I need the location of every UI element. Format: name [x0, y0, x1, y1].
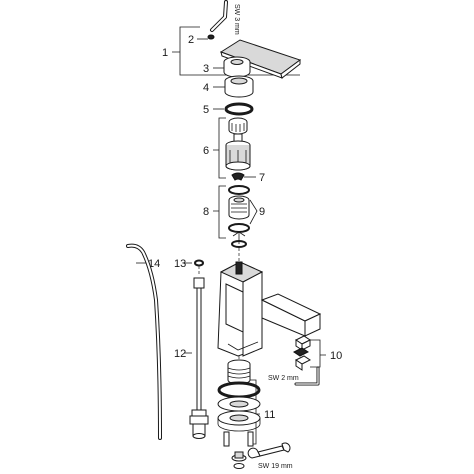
callout-7: 7 [259, 172, 265, 184]
callout-8: 8 [203, 206, 209, 218]
part-8-insert [228, 185, 250, 248]
part-6-cartridge [225, 117, 251, 171]
callout-10: 10 [330, 350, 342, 362]
faucet-body [217, 248, 322, 357]
callout-2: 2 [188, 34, 194, 46]
part-5-o-ring [224, 102, 254, 116]
callout-9: 9 [259, 206, 265, 218]
callout-6: 6 [203, 145, 209, 157]
callout-12: 12 [174, 348, 186, 360]
wrench-sw19-label: SW 19 mm [258, 463, 293, 470]
part-7-clip [231, 172, 245, 181]
hex-key-sw3: SW 3 mm [210, 0, 240, 35]
part-11-mounting-set [217, 356, 261, 469]
callout-13: 13 [174, 258, 186, 270]
part-14-pull-rod [126, 243, 162, 440]
hex-key-sw2: SW 2 mm [268, 366, 320, 386]
callout-1: 1 [162, 47, 168, 59]
part-10-aerator [293, 335, 311, 371]
part-12-flexible-hose [189, 266, 209, 439]
callout-3: 3 [203, 63, 209, 75]
callout-5: 5 [203, 104, 209, 116]
part-13-seal [194, 259, 204, 267]
part-3-handle-adapter [223, 56, 251, 78]
callout-4: 4 [203, 82, 209, 94]
callout-11: 11 [264, 409, 275, 421]
hex-key-sw2-label: SW 2 mm [268, 375, 299, 382]
hex-key-sw3-label: SW 3 mm [233, 4, 240, 35]
part-2-grub-screw [207, 34, 215, 40]
part-4-cover-cap [224, 75, 254, 98]
wrench-sw19: SW 19 mm [247, 442, 293, 470]
